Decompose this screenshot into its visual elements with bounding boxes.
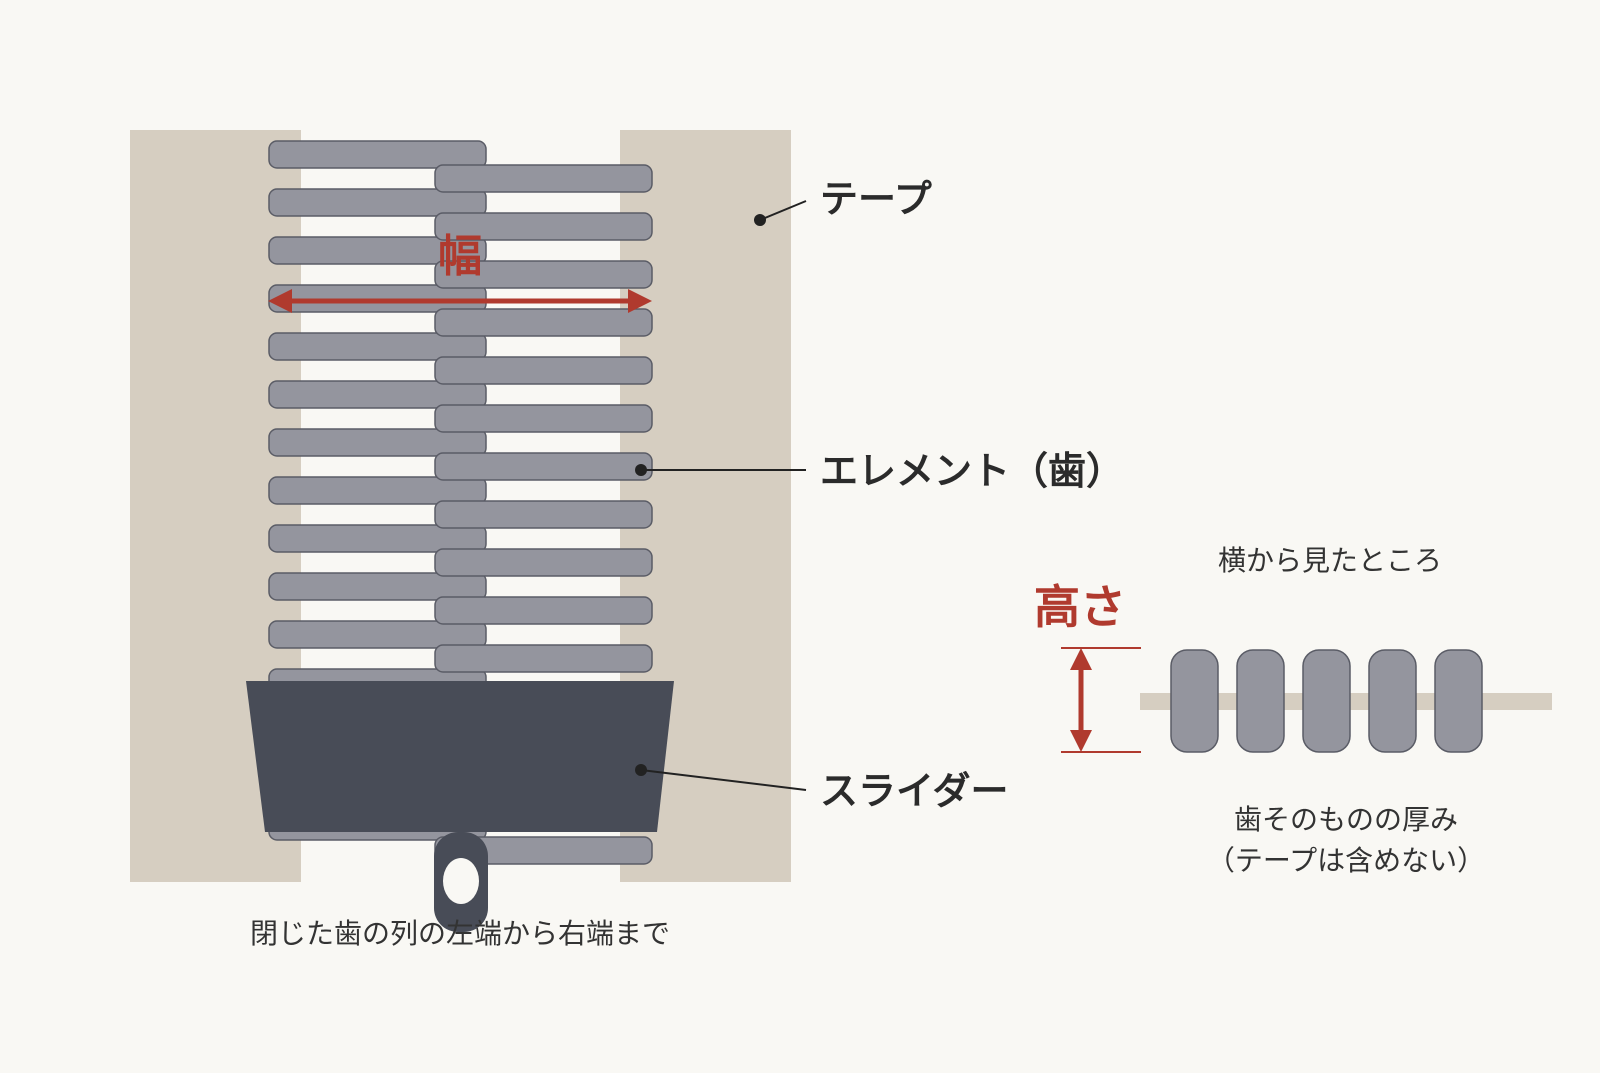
side-tooth xyxy=(1368,649,1417,753)
tooth-right xyxy=(434,308,653,337)
slider-label: スライダー xyxy=(820,769,1008,813)
tooth-left xyxy=(268,188,487,217)
tooth-right xyxy=(434,548,653,577)
tooth-left xyxy=(268,140,487,169)
side-view-teeth xyxy=(1170,649,1483,753)
slider-leader-line xyxy=(640,769,807,791)
double-arrow-vertical-icon xyxy=(1061,647,1141,753)
tape-label: テープ xyxy=(820,177,932,221)
side-tooth xyxy=(1170,649,1219,753)
tooth-right xyxy=(434,404,653,433)
dot-icon xyxy=(754,214,766,226)
tooth-right xyxy=(434,356,653,385)
height-title: 高さ xyxy=(1034,580,1126,634)
tooth-left xyxy=(268,428,487,457)
side-tooth xyxy=(1236,649,1285,753)
tooth-left xyxy=(268,332,487,361)
tooth-right xyxy=(434,260,653,289)
double-arrow-horizontal-icon xyxy=(268,289,652,313)
tooth-right xyxy=(434,212,653,241)
tooth-right xyxy=(434,164,653,193)
height-caption-line2: （テープは含めない） xyxy=(1207,844,1485,877)
side-view-title: 横から見たところ xyxy=(1218,544,1442,577)
side-tooth xyxy=(1434,649,1483,753)
tooth-left xyxy=(268,236,487,265)
tooth-left xyxy=(268,476,487,505)
slider-body xyxy=(246,681,674,832)
tooth-right xyxy=(434,596,653,625)
height-caption-line1: 歯そのものの厚み xyxy=(1234,803,1458,836)
tooth-left xyxy=(268,620,487,649)
tooth-left xyxy=(268,524,487,553)
tape-leader-line xyxy=(759,200,807,221)
tooth-right xyxy=(434,644,653,673)
tooth-right xyxy=(434,452,653,481)
dot-icon xyxy=(635,464,647,476)
width-caption: 閉じた歯の列の左端から右端まで xyxy=(250,917,670,950)
width-title: 幅 xyxy=(438,231,482,282)
side-tooth xyxy=(1302,649,1351,753)
dot-icon xyxy=(635,764,647,776)
hole-icon xyxy=(443,858,479,904)
element-label: エレメント（歯） xyxy=(820,449,1124,493)
tooth-left xyxy=(268,380,487,409)
tooth-right xyxy=(434,500,653,529)
tooth-left xyxy=(268,572,487,601)
